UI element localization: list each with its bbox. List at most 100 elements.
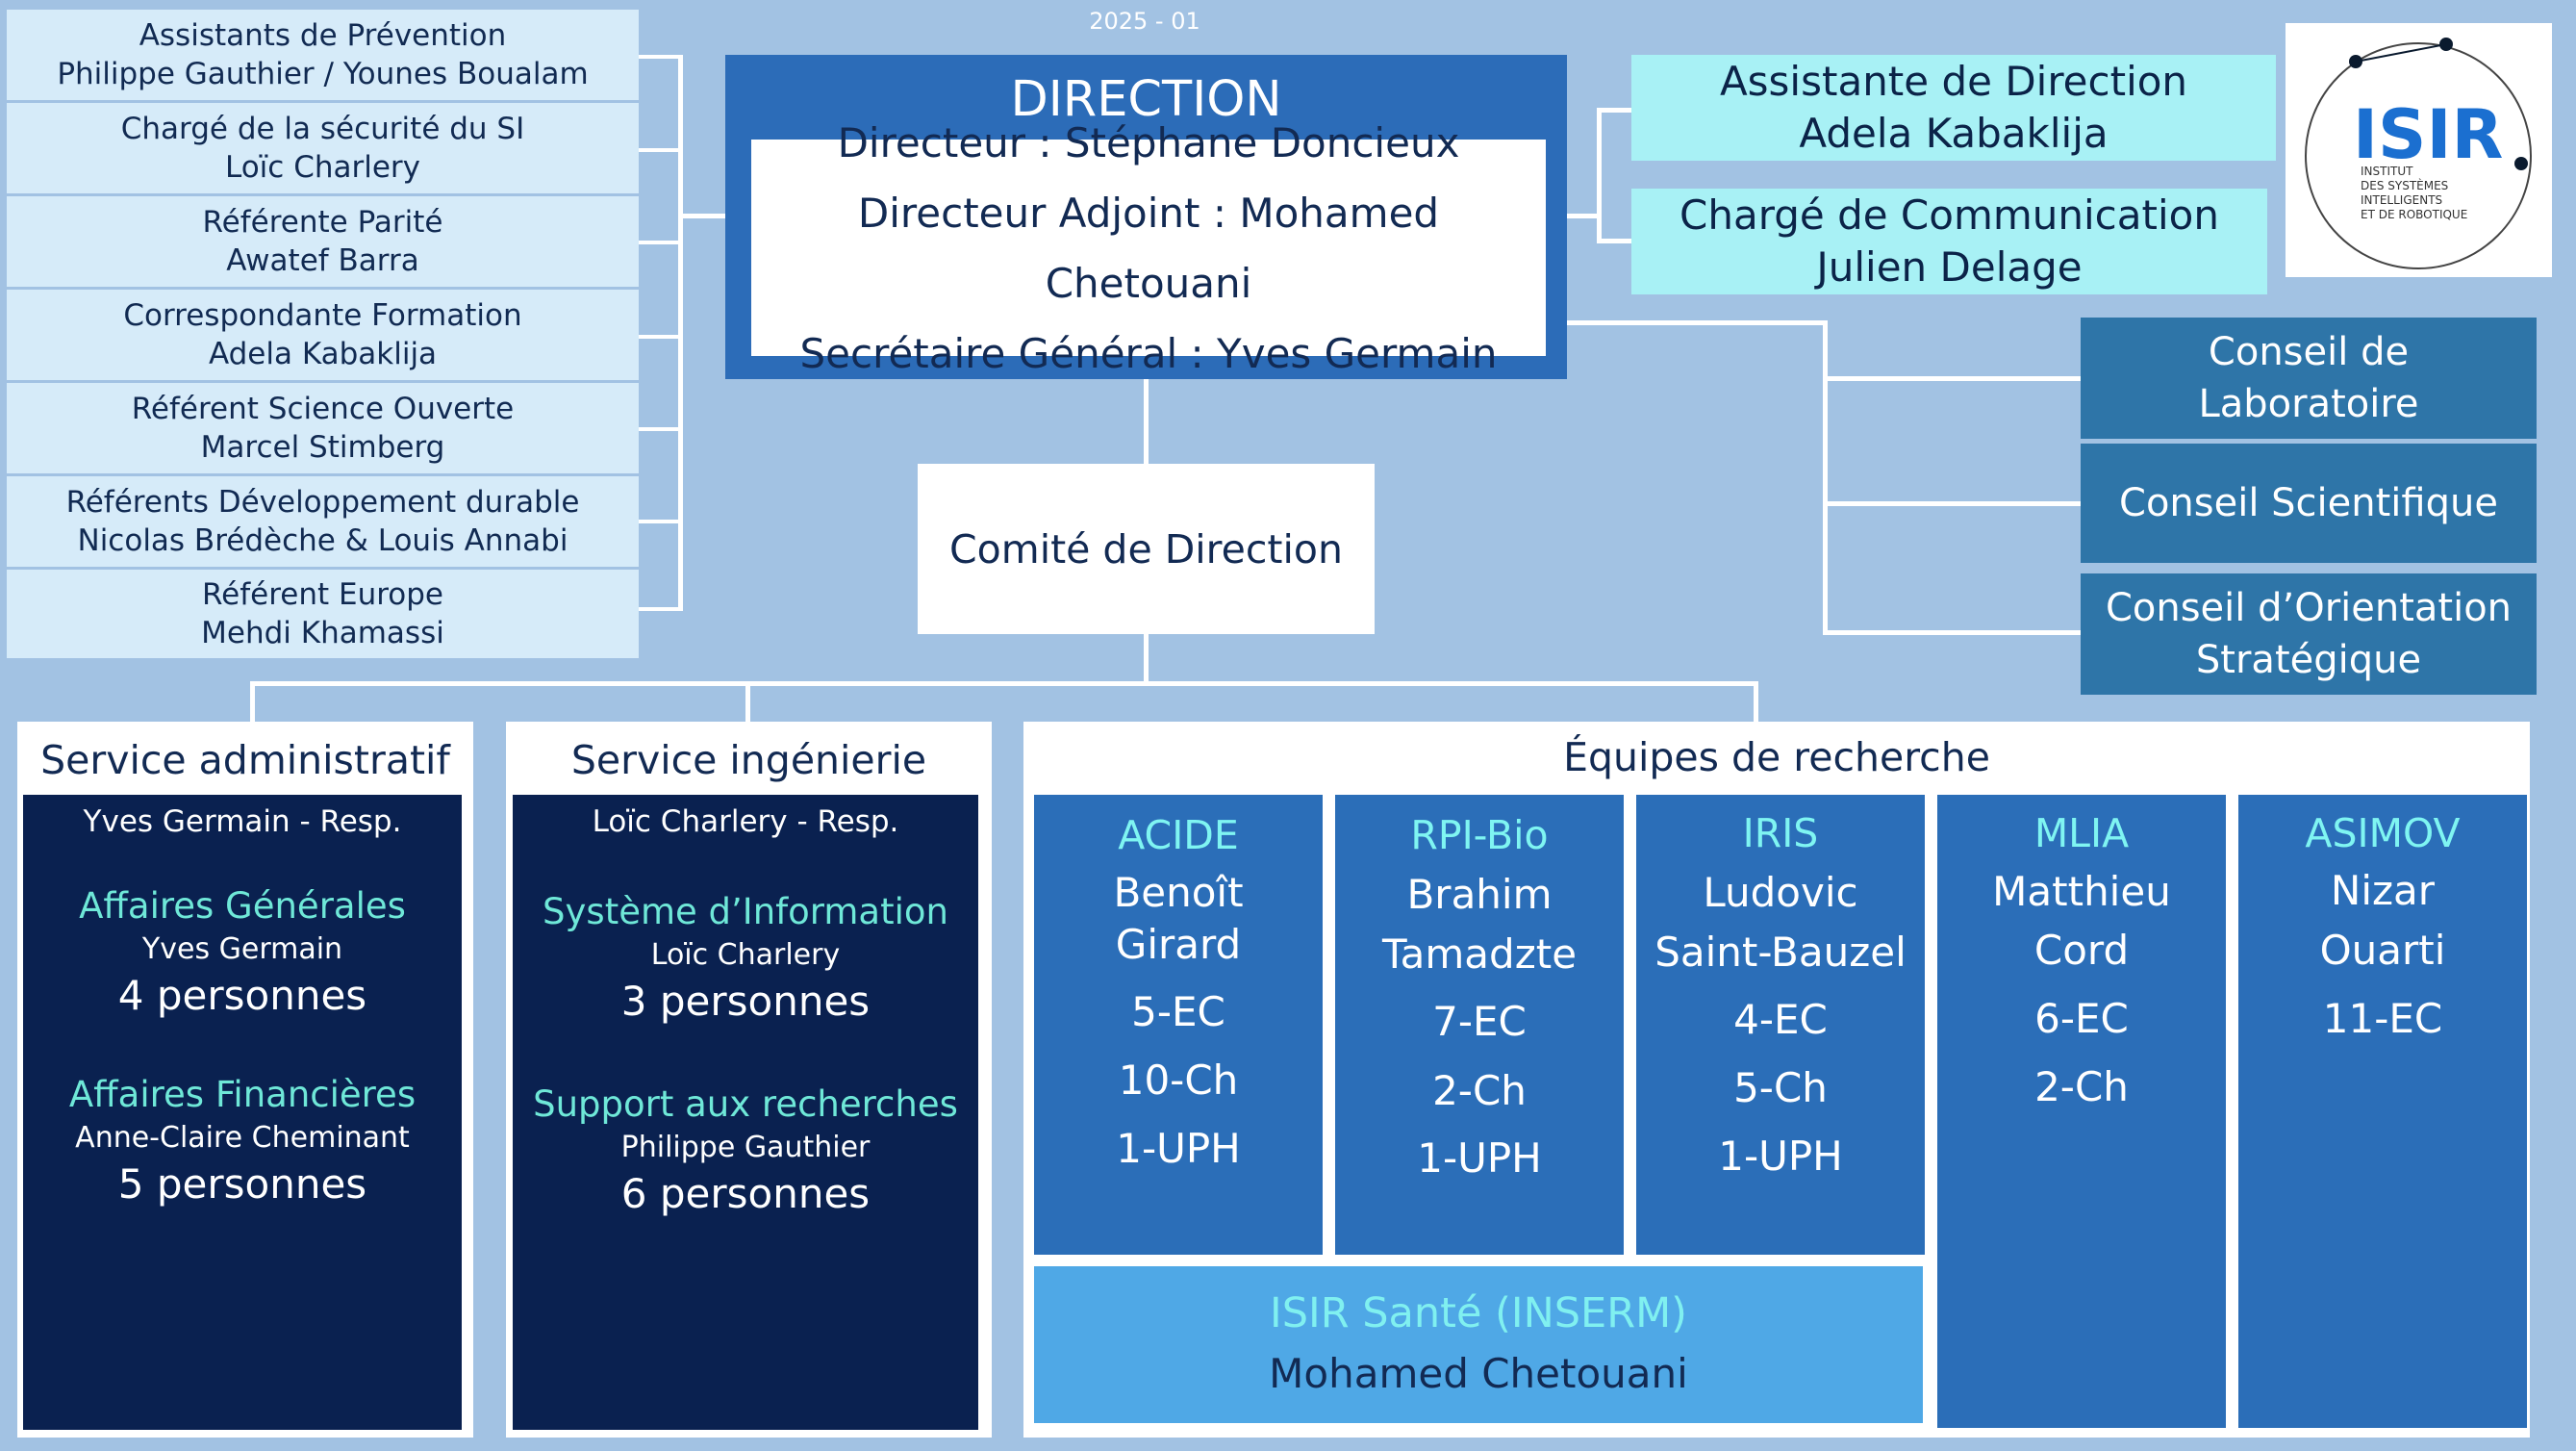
team-stat: 1-UPH <box>1417 1133 1542 1182</box>
section-title: Affaires Financières <box>68 1073 417 1115</box>
section-title: Affaires Générales <box>79 884 406 927</box>
referent-box-parite: Référente Parité Awatef Barra <box>7 196 639 287</box>
logo-brand-text: ISIR <box>2353 95 2503 174</box>
referent-role: Référente Parité <box>202 205 443 240</box>
councils-connector-vertical <box>1823 320 1828 635</box>
referents-connector-tick <box>639 148 683 152</box>
team-leader-last: Saint-Bauzel <box>1654 928 1907 976</box>
team-stat: 2-Ch <box>2034 1062 2129 1110</box>
referent-name: Marcel Stimberg <box>200 430 445 465</box>
team-name: ISIR Santé (INSERM) <box>1270 1289 1687 1337</box>
assistant-name: Julien Delage <box>1816 243 2083 291</box>
assistant-role: Chargé de Communication <box>1679 191 2219 239</box>
assistant-box-communication: Chargé de Communication Julien Delage <box>1631 189 2267 294</box>
isir-logo-graphic: ISIR INSTITUT DES SYSTÈMES INTELLIGENTS … <box>2305 38 2532 269</box>
referent-name: Adela Kabaklija <box>208 337 438 371</box>
referents-to-direction-connector <box>681 214 725 218</box>
services-connector-horizontal <box>250 681 1758 686</box>
referent-box-securite-si: Chargé de la sécurité du SI Loïc Charler… <box>7 103 639 193</box>
section-count: 5 personnes <box>117 1159 367 1208</box>
section-person: Yves Germain <box>141 931 343 966</box>
services-connector-drop <box>1754 681 1758 722</box>
councils-connector-tick <box>1823 376 2081 381</box>
version-date: 2025 - 01 <box>1089 8 1200 35</box>
comite-direction-box: Comité de Direction <box>918 464 1375 634</box>
team-stat: 10-Ch <box>1118 1056 1239 1104</box>
assistants-connector-tick <box>1597 108 1631 113</box>
team-card-acide: ACIDE Benoît Girard 5-EC 10-Ch 1-UPH <box>1034 795 1323 1255</box>
team-stat: 5-Ch <box>1733 1063 1828 1111</box>
section-title: Système d’Information <box>543 890 948 932</box>
referents-connector-tick <box>639 427 683 431</box>
team-leader-last: Girard <box>1115 920 1242 968</box>
section-count: 3 personnes <box>620 977 871 1025</box>
team-stat: 1-UPH <box>1116 1124 1241 1172</box>
referent-role: Référent Europe <box>201 577 443 612</box>
referent-name: Loïc Charlery <box>224 150 420 185</box>
referent-role: Référent Science Ouverte <box>131 392 515 426</box>
team-stat: 7-EC <box>1432 997 1527 1045</box>
section-count: 6 personnes <box>620 1169 871 1217</box>
service-resp: Yves Germain - Resp. <box>83 804 402 839</box>
team-card-rpi-bio: RPI-Bio Brahim Tamadzte 7-EC 2-Ch 1-UPH <box>1335 795 1624 1255</box>
team-leader-first: Benoît <box>1113 868 1244 916</box>
isir-logo: ISIR INSTITUT DES SYSTÈMES INTELLIGENTS … <box>2286 23 2552 277</box>
assistant-box-direction: Assistante de Direction Adela Kabaklija <box>1631 55 2276 161</box>
referents-connector-tick <box>639 607 683 611</box>
council-line: Conseil d’Orientation <box>2105 586 2513 630</box>
referents-connector-tick <box>639 241 683 244</box>
comite-to-services-connector <box>1144 634 1149 685</box>
team-stat: 4-EC <box>1733 995 1828 1043</box>
referent-name: Philippe Gauthier / Younes Boualam <box>57 57 589 91</box>
section-title: Support aux recherches <box>533 1082 958 1125</box>
team-stat: 2-Ch <box>1432 1066 1527 1114</box>
logo-node-icon <box>2514 157 2528 170</box>
referent-box-science-ouverte: Référent Science Ouverte Marcel Stimberg <box>7 383 639 473</box>
referent-box-developpement-durable: Référents Développement durable Nicolas … <box>7 476 639 567</box>
assistant-role: Assistante de Direction <box>1719 58 2188 105</box>
logo-text-line: ET DE ROBOTIQUE <box>2361 208 2467 221</box>
research-teams-title: Équipes de recherche <box>1563 734 1990 780</box>
direction-to-assistants-connector <box>1567 214 1602 218</box>
councils-connector-tick <box>1823 630 2081 635</box>
council-line: Stratégique <box>2195 638 2422 682</box>
service-ingenierie-title: Service ingénierie <box>570 737 927 783</box>
logo-text-line: INSTITUT <box>2361 165 2413 178</box>
services-connector-drop <box>745 681 750 722</box>
team-card-asimov: ASIMOV Nizar Ouarti 11-EC <box>2238 795 2527 1428</box>
referent-role: Référents Développement durable <box>65 485 580 520</box>
team-stat: 1-UPH <box>1718 1132 1843 1180</box>
service-administratif-body: Yves Germain - Resp. Affaires Générales … <box>23 795 462 1430</box>
referent-box-europe: Référent Europe Mehdi Khamassi <box>7 570 639 658</box>
referent-role: Chargé de la sécurité du SI <box>120 112 525 146</box>
team-card-iris: IRIS Ludovic Saint-Bauzel 4-EC 5-Ch 1-UP… <box>1636 795 1925 1255</box>
referents-connector-vertical <box>678 55 683 609</box>
assistants-connector-tick <box>1597 239 1631 243</box>
section-person: Anne-Claire Cheminant <box>75 1120 410 1155</box>
referents-connector-tick <box>639 520 683 523</box>
team-name: IRIS <box>1742 809 1819 856</box>
team-card-isir-sante: ISIR Santé (INSERM) Mohamed Chetouani <box>1034 1266 1923 1423</box>
council-box-orientation-strategique: Conseil d’Orientation Stratégique <box>2081 573 2537 695</box>
assistants-connector-vertical <box>1597 108 1602 242</box>
referent-box-prevention: Assistants de Prévention Philippe Gauthi… <box>7 10 639 100</box>
council-line: Laboratoire <box>2198 382 2419 426</box>
services-connector-drop <box>250 681 255 722</box>
direction-members: Directeur : Stéphane Doncieux Directeur … <box>751 119 1546 377</box>
referent-role: Correspondante Formation <box>123 298 522 333</box>
referents-connector-tick <box>639 55 683 59</box>
council-line: Conseil Scientifique <box>2119 481 2498 525</box>
logo-text-line: INTELLIGENTS <box>2361 193 2442 207</box>
team-name: RPI-Bio <box>1410 811 1549 858</box>
logo-text-line: DES SYSTÈMES <box>2361 178 2448 192</box>
direction-member-directeur: Directeur : Stéphane Doncieux <box>837 118 1460 166</box>
team-leader-last: Ouarti <box>2319 926 2446 974</box>
team-name: MLIA <box>2033 809 2130 856</box>
section-count: 4 personnes <box>117 971 367 1019</box>
direction-title: DIRECTION <box>1010 70 1282 128</box>
referents-connector-tick <box>639 335 683 339</box>
direction-to-councils-connector <box>1567 320 1828 325</box>
team-name: ACIDE <box>1118 811 1239 858</box>
referent-name: Awatef Barra <box>226 243 419 278</box>
council-box-laboratoire: Conseil de Laboratoire <box>2081 318 2537 439</box>
